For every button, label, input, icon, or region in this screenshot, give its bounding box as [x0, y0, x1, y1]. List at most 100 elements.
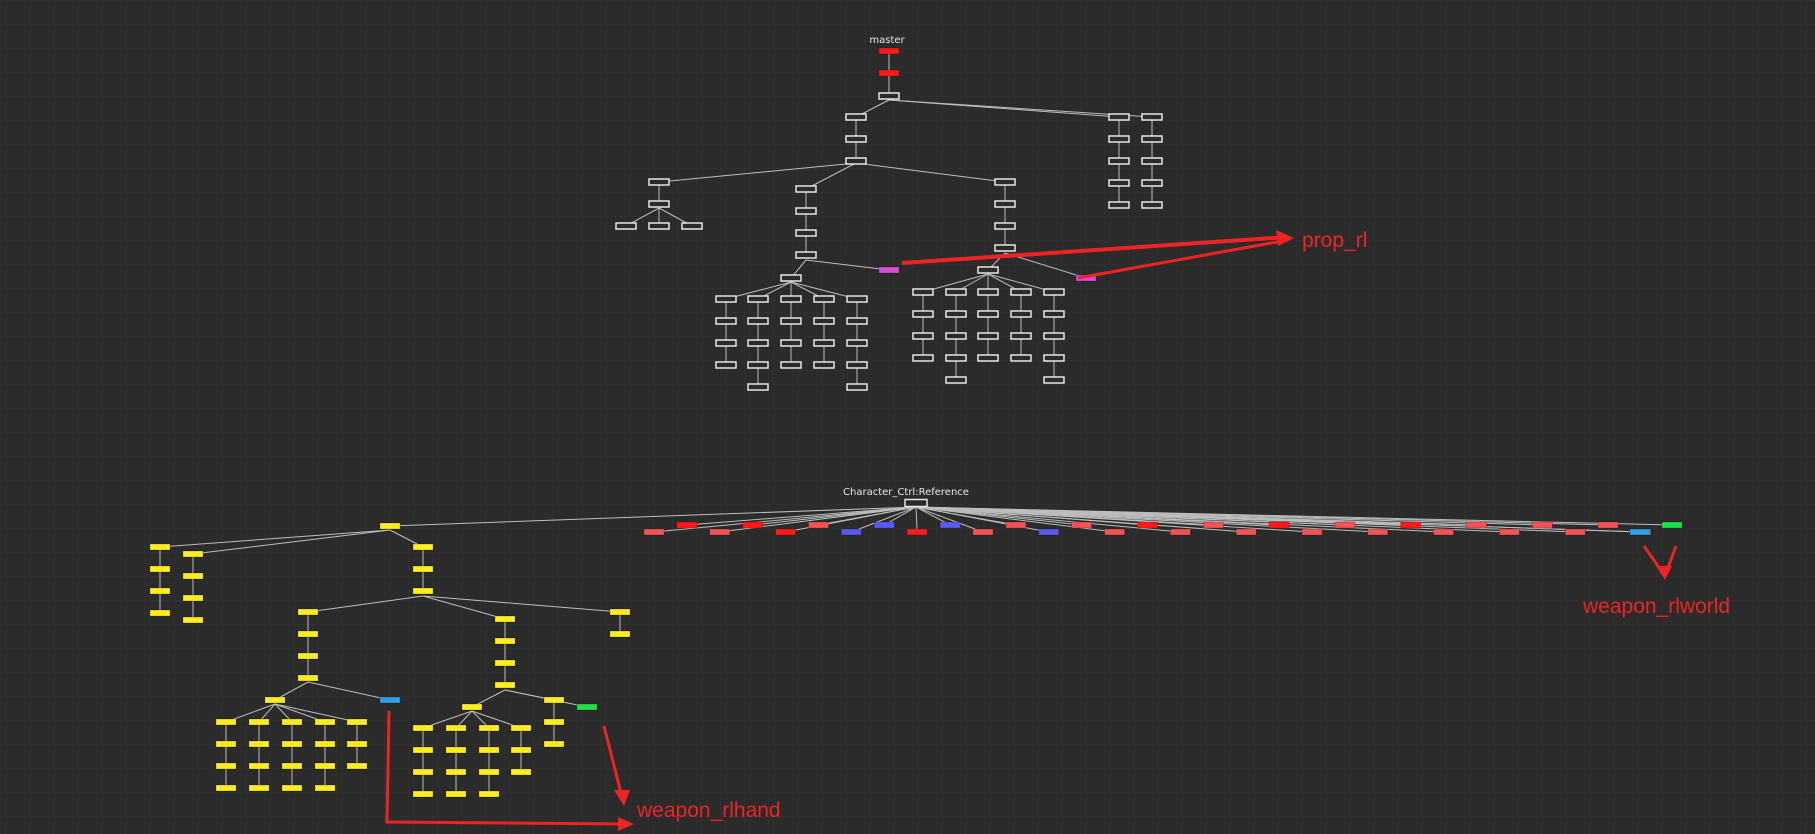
graph-node-129[interactable]: [379, 696, 401, 704]
graph-node-141[interactable]: [281, 762, 303, 770]
graph-node-0[interactable]: [878, 47, 900, 55]
graph-node-84[interactable]: [841, 528, 862, 536]
graph-node-159[interactable]: [412, 790, 434, 798]
graph-node-42[interactable]: [813, 339, 835, 347]
graph-node-165[interactable]: [478, 746, 500, 754]
graph-node-79[interactable]: [676, 521, 698, 529]
graph-node-88[interactable]: [972, 528, 994, 536]
graph-node-14[interactable]: [1141, 179, 1163, 187]
graph-node-100[interactable]: [1367, 528, 1389, 536]
graph-node-120[interactable]: [412, 543, 434, 551]
graph-node-109[interactable]: [1629, 528, 1651, 536]
graph-node-25[interactable]: [878, 266, 900, 274]
graph-node-101[interactable]: [1400, 521, 1421, 529]
graph-node-114[interactable]: [149, 587, 171, 595]
graph-node-86[interactable]: [906, 528, 928, 536]
graph-node-45[interactable]: [846, 317, 868, 325]
graph-node-27[interactable]: [715, 295, 737, 303]
graph-node-158[interactable]: [412, 768, 434, 776]
graph-node-113[interactable]: [149, 565, 171, 573]
graph-node-98[interactable]: [1301, 528, 1323, 536]
graph-node-58[interactable]: [912, 354, 934, 362]
graph-node-74[interactable]: [1043, 332, 1065, 340]
graph-node-119[interactable]: [182, 616, 204, 624]
graph-node-72[interactable]: [1043, 288, 1065, 296]
graph-node-11[interactable]: [1141, 113, 1163, 121]
graph-node-17[interactable]: [648, 200, 670, 208]
graph-node-23[interactable]: [795, 229, 817, 237]
graph-node-50[interactable]: [994, 200, 1016, 208]
graph-node-149[interactable]: [346, 762, 368, 770]
graph-node-131[interactable]: [215, 718, 237, 726]
graph-node-171[interactable]: [543, 696, 565, 704]
graph-node-87[interactable]: [939, 521, 961, 529]
graph-node-117[interactable]: [182, 572, 204, 580]
graph-node-31[interactable]: [747, 295, 769, 303]
graph-node-93[interactable]: [1137, 521, 1158, 529]
graph-node-12[interactable]: [1141, 135, 1163, 143]
graph-node-21[interactable]: [795, 185, 817, 193]
graph-node-5[interactable]: [845, 157, 867, 165]
graph-node-1[interactable]: [878, 69, 900, 77]
graph-node-146[interactable]: [314, 784, 336, 792]
graph-node-67[interactable]: [977, 354, 999, 362]
graph-node-7[interactable]: [1108, 135, 1130, 143]
graph-node-4[interactable]: [845, 135, 867, 143]
graph-node-2[interactable]: [878, 92, 900, 100]
graph-node-10[interactable]: [1108, 201, 1130, 209]
graph-node-140[interactable]: [281, 740, 303, 748]
graph-node-8[interactable]: [1108, 157, 1130, 165]
graph-node-68[interactable]: [1010, 288, 1032, 296]
graph-node-121[interactable]: [412, 565, 434, 573]
graph-node-35[interactable]: [747, 383, 769, 391]
graph-node-97[interactable]: [1268, 521, 1290, 529]
graph-node-22[interactable]: [795, 207, 817, 215]
graph-node-55[interactable]: [912, 288, 934, 296]
graph-node-145[interactable]: [314, 762, 336, 770]
graph-node-99[interactable]: [1334, 521, 1356, 529]
graph-node-80[interactable]: [709, 528, 731, 536]
graph-node-172[interactable]: [543, 718, 565, 726]
graph-node-3[interactable]: [845, 113, 867, 121]
graph-node-164[interactable]: [478, 724, 500, 732]
graph-node-76[interactable]: [1043, 376, 1065, 384]
graph-node-41[interactable]: [813, 317, 835, 325]
graph-node-132[interactable]: [215, 740, 237, 748]
graph-node-124[interactable]: [609, 630, 631, 638]
graph-node-116[interactable]: [182, 550, 204, 558]
graph-node-104[interactable]: [1499, 528, 1520, 536]
graph-node-169[interactable]: [510, 746, 532, 754]
graph-node-139[interactable]: [281, 718, 303, 726]
graph-node-13[interactable]: [1141, 157, 1163, 165]
graph-node-89[interactable]: [1005, 521, 1027, 529]
graph-node-37[interactable]: [780, 317, 802, 325]
graph-node-144[interactable]: [314, 740, 336, 748]
graph-node-162[interactable]: [445, 768, 467, 776]
graph-node-61[interactable]: [945, 332, 967, 340]
graph-node-111[interactable]: [379, 522, 401, 530]
graph-node-32[interactable]: [747, 317, 769, 325]
graph-node-126[interactable]: [297, 630, 319, 638]
graph-node-85[interactable]: [873, 521, 895, 529]
graph-node-49[interactable]: [994, 178, 1016, 186]
graph-node-62[interactable]: [945, 354, 967, 362]
graph-node-155[interactable]: [461, 703, 483, 711]
graph-node-161[interactable]: [445, 746, 467, 754]
graph-node-65[interactable]: [977, 310, 999, 318]
graph-node-167[interactable]: [478, 790, 500, 798]
graph-node-143[interactable]: [314, 718, 336, 726]
graph-node-54[interactable]: [977, 266, 999, 274]
graph-node-112[interactable]: [149, 543, 171, 551]
graph-node-92[interactable]: [1104, 528, 1125, 536]
graph-node-128[interactable]: [297, 674, 319, 682]
graph-node-47[interactable]: [846, 361, 868, 369]
graph-node-18[interactable]: [615, 222, 637, 230]
graph-node-130[interactable]: [264, 696, 286, 704]
graph-node-36[interactable]: [780, 295, 802, 303]
graph-node-64[interactable]: [977, 288, 999, 296]
graph-node-33[interactable]: [747, 339, 769, 347]
graph-node-26[interactable]: [780, 274, 802, 282]
graph-node-154[interactable]: [576, 703, 598, 711]
graph-node-15[interactable]: [1141, 201, 1163, 209]
graph-node-173[interactable]: [543, 740, 565, 748]
